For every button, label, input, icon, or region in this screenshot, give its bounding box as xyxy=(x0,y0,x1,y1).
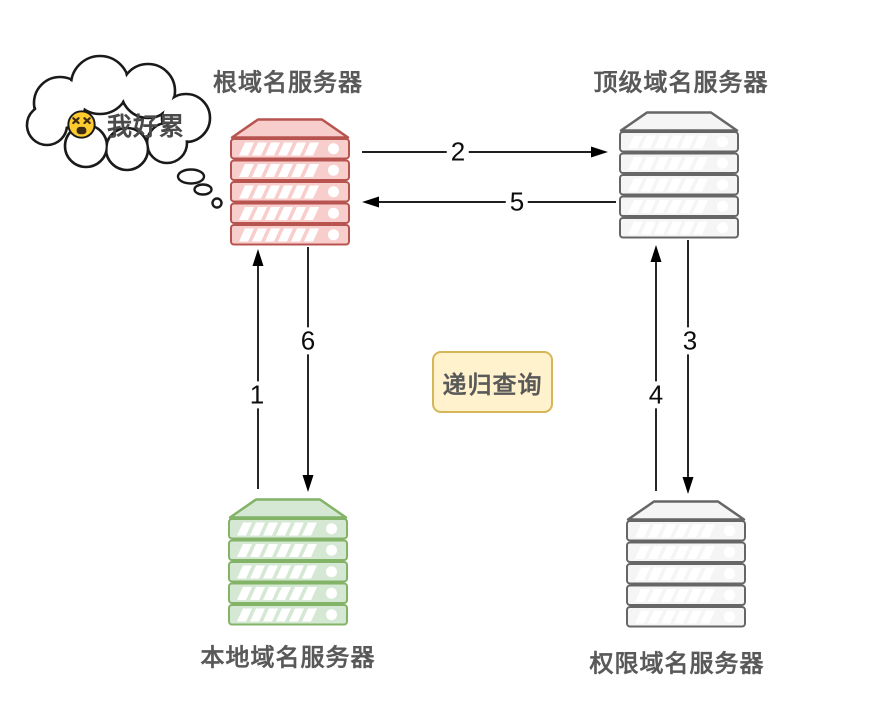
thought-bubble-cloud xyxy=(25,54,212,172)
arrow-2 xyxy=(362,146,608,158)
arrow-3-label: 3 xyxy=(678,327,702,355)
auth-server-icon xyxy=(627,502,745,627)
local-server-icon xyxy=(229,500,347,625)
recursive-query-badge-text: 递归查询 xyxy=(442,371,543,399)
arrow-4-label: 4 xyxy=(644,381,668,409)
arrow-5-label: 5 xyxy=(505,188,529,216)
local-server-label: 本地域名服务器 xyxy=(200,644,376,672)
arrow-1-label: 1 xyxy=(245,381,269,409)
auth-server-label: 权限域名服务器 xyxy=(589,650,765,678)
arrow-3 xyxy=(682,240,694,494)
arrow-4 xyxy=(650,245,662,491)
arrow-2-label: 2 xyxy=(446,138,470,166)
tld-server-label: 顶级域名服务器 xyxy=(593,69,769,97)
arrow-6-label: 6 xyxy=(296,327,320,355)
arrow-5 xyxy=(362,196,616,208)
root-server-label: 根域名服务器 xyxy=(213,69,363,97)
thought-bubble-text: 我好累 xyxy=(106,113,186,141)
recursive-query-badge: 递归查询 xyxy=(432,351,553,413)
thought-bubble xyxy=(25,54,223,209)
arrow-6 xyxy=(302,247,314,492)
thought-bubble-trail xyxy=(176,168,223,209)
root-server-icon xyxy=(231,120,349,245)
tired-face-icon xyxy=(67,110,96,139)
arrow-1 xyxy=(252,249,264,489)
tld-server-icon xyxy=(620,113,738,238)
